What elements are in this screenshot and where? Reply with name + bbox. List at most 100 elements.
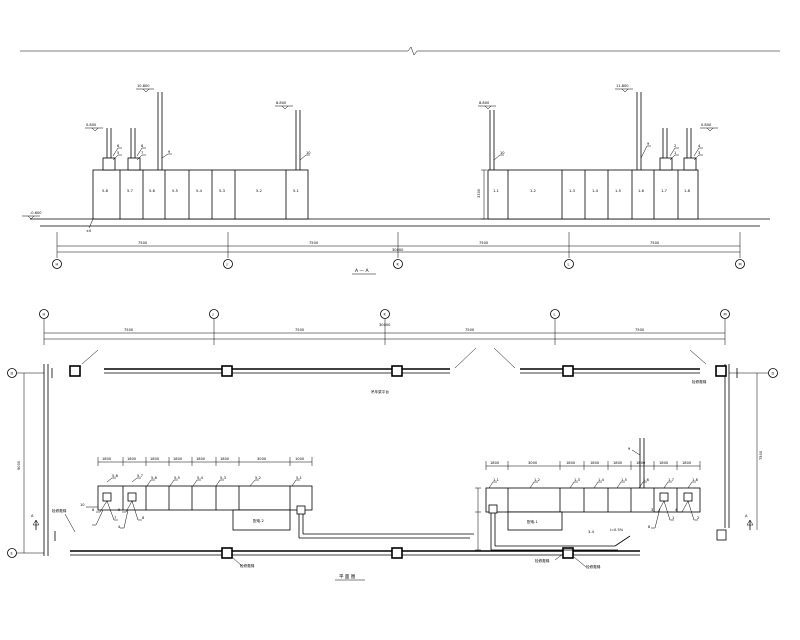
plan-view: H J K L M 7500 7500 7500 7500 30000: [7, 309, 778, 581]
unit-label: 1-3: [574, 478, 580, 482]
unit-dim: 1800: [490, 461, 500, 465]
unit-label: 1-5: [615, 189, 621, 193]
unit-label: 5-5: [172, 189, 178, 193]
bay-dim: 7500: [138, 241, 148, 245]
unit-label: 1-6: [638, 189, 645, 193]
section-mark: A: [31, 514, 34, 518]
plan-title: 平 面 图: [339, 574, 356, 580]
pipe-tag: 3: [698, 151, 700, 155]
unit-label: 5-4: [197, 476, 204, 480]
unit-label: 5-3: [219, 189, 225, 193]
unit-label: 5-8: [112, 474, 119, 478]
unit-label: 1-1: [493, 478, 499, 482]
plan-right-equipment: 1800 3000 1800 1800 1800 1800 1800 1800 …: [475, 379, 707, 569]
pipe-tag: 10: [306, 151, 311, 155]
pipe-tag: 7: [141, 151, 143, 155]
axis-label: H: [43, 313, 46, 317]
tag: 8: [648, 525, 651, 529]
unit-dim: 1800: [636, 461, 646, 465]
unit-label: 1-6: [643, 478, 650, 482]
row-axis-label: D: [11, 372, 14, 376]
ladder-note: 检修爬梯: [52, 508, 67, 513]
unit-dim: 1800: [127, 457, 137, 461]
ladder-note: 检修爬梯: [240, 563, 255, 568]
unit-dim: 1800: [173, 457, 183, 461]
unit-dim: 1800: [102, 457, 112, 461]
left-equipment-row: 5-8 5-7 5-6 5-5 5-4 5-3 5-2 5-1: [85, 84, 311, 229]
section-dimension-chain: 7500 7500 7500 7500 30000: [56, 232, 741, 258]
tag: 2: [697, 516, 699, 520]
unit-dim: 1800: [613, 461, 623, 465]
axis-label: K: [397, 263, 400, 267]
elevation-mark: 0.800: [701, 123, 712, 127]
floor-ref: ±0: [86, 229, 92, 233]
platform-label: 吊车梁平台: [371, 389, 389, 394]
unit-label: 1-4: [592, 189, 599, 193]
pipe-tag: 3-4: [588, 530, 595, 534]
elevation-mark: 11.800: [616, 84, 629, 88]
axis-label: L: [568, 263, 570, 267]
unit-label: 5-8: [102, 189, 109, 193]
ground-elevation-mark: -0.600: [22, 211, 42, 220]
unit-dim: 1800: [590, 461, 600, 465]
unit-label: 5-2: [256, 189, 262, 193]
tag: 3: [651, 508, 653, 512]
pipe-tag: 2: [674, 144, 676, 148]
elevation-mark: 8.800: [479, 101, 490, 105]
row-axis-label: D: [772, 372, 775, 376]
row-axis-label: E: [11, 552, 14, 556]
axis-label: L: [554, 313, 556, 317]
ladder-note: 检修爬梯: [586, 564, 601, 569]
ground-elevation: -0.600: [30, 211, 42, 215]
tag: 4: [118, 525, 121, 529]
bay-dim: 7500: [479, 241, 489, 245]
unit-dim: 3000: [528, 461, 538, 465]
unit-label: 1-8: [692, 478, 699, 482]
pipe-tag: 4: [698, 144, 701, 148]
unit-label: 5-6: [149, 189, 156, 193]
bay-dim: 7500: [309, 241, 319, 245]
unit-label: 5-7: [127, 189, 133, 193]
unit-dim: 1000: [295, 457, 305, 461]
tag: 8: [142, 516, 145, 520]
bay-dim: 7500: [650, 241, 660, 245]
ladder-note: 检修爬梯: [535, 558, 550, 563]
pipe-tag: 6: [117, 144, 120, 148]
pipe-tag: 9: [647, 142, 650, 146]
break-line: [20, 46, 780, 56]
axis-label: K: [384, 313, 387, 317]
depth-dim-right: 7500: [759, 450, 763, 460]
section-title: A — A: [355, 268, 369, 274]
axis-label: H: [56, 263, 59, 267]
unit-label: 5-2: [255, 476, 261, 480]
bay-dim: 7500: [635, 328, 645, 332]
unit-label: 1-5: [621, 478, 627, 482]
unit-dim: 1800: [220, 457, 230, 461]
unit-label: 1-2: [530, 189, 536, 193]
pipe-tag: 1: [674, 151, 676, 155]
unit-label: 5-5: [174, 476, 180, 480]
tag: 1: [672, 516, 674, 520]
span-dim: 30000: [392, 248, 404, 252]
unit-label: 1-2: [534, 478, 540, 482]
unit-label: 5-3: [220, 476, 226, 480]
pipe-tag: 8: [141, 144, 144, 148]
pipe-tag: 10: [500, 151, 505, 155]
height-dim: 3300: [477, 188, 481, 198]
unit-dim: 3000: [257, 457, 267, 461]
axis-label: M: [739, 263, 742, 267]
bay-dim: 7500: [295, 328, 305, 332]
elevation-mark: 10.800: [137, 84, 150, 88]
building-outline: [43, 347, 730, 556]
plan-axis-bubbles: H J K L M: [39, 309, 730, 319]
section-axis-bubbles: H J K L M: [52, 259, 745, 269]
tag: 6: [92, 508, 95, 512]
section-cut-marks: A A: [31, 514, 754, 530]
tag: 7: [114, 516, 116, 520]
tag: 5: [118, 508, 120, 512]
unit-label: 1-4: [598, 478, 605, 482]
unit-label: 5-1: [293, 189, 299, 193]
plan-left-equipment: 1800 1800 1800 1800 1800 1800 3000 1000 …: [52, 457, 474, 568]
pipe-tag: 9: [168, 150, 171, 154]
